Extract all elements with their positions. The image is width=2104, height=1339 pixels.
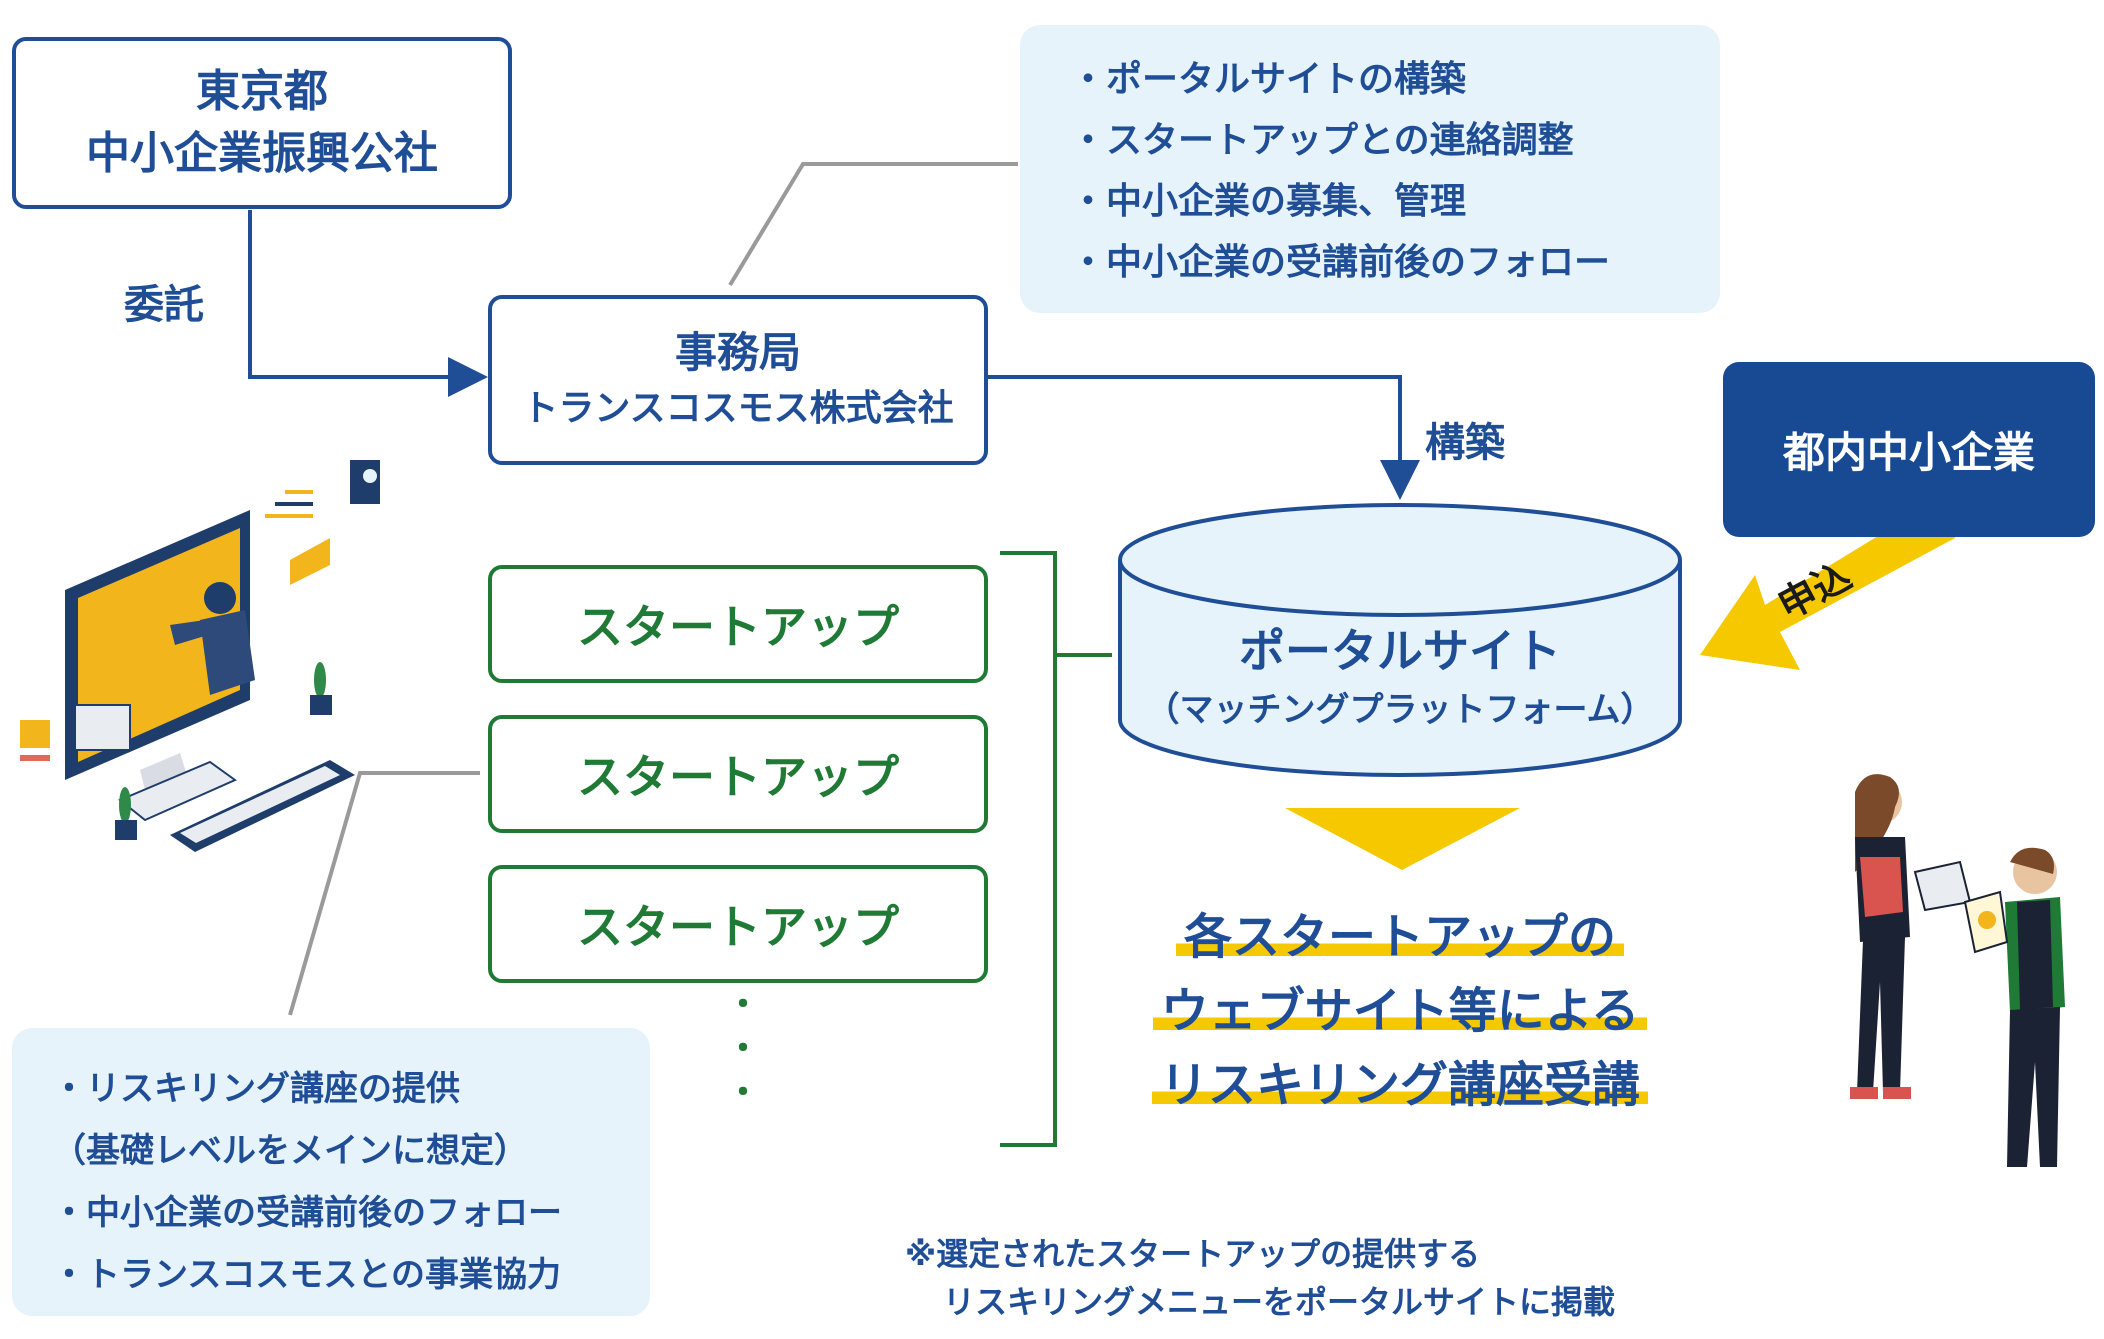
- startup-box: スタートアップ: [488, 715, 988, 833]
- office-callout-line: [728, 162, 1018, 287]
- office-task-item: ・スタートアップとの連絡調整: [1070, 120, 1574, 161]
- kochiku-label: 構築: [1425, 420, 1505, 466]
- result-text: 各スタートアップの ウェブサイト等による リスキリング講座受講: [1080, 900, 1720, 1122]
- footnote: ※選定されたスタートアップの提供する リスキリングメニューをポータルサイトに掲載: [905, 1230, 1615, 1326]
- result-triangle: [1285, 808, 1520, 870]
- itaku-arrow: [248, 210, 488, 397]
- portal-cylinder: [1118, 503, 1682, 777]
- footnote-line: リスキリングメニューをポータルサイトに掲載: [943, 1283, 1616, 1321]
- sme-box: 都内中小企業: [1723, 362, 2095, 537]
- result-line: 各スタートアップの: [1175, 909, 1624, 965]
- tokyo-org-box: 東京都 中小企業振興公社: [12, 37, 512, 209]
- moushikomi-arrow: [1700, 500, 1955, 670]
- office-tasks-note: ・ポータルサイトの構築 ・スタートアップとの連絡調整 ・中小企業の募集、管理 ・…: [1020, 25, 1720, 313]
- startup-more-dots: ・ ・ ・: [726, 985, 760, 1113]
- footnote-line: ※選定されたスタートアップの提供する: [905, 1235, 1481, 1273]
- computer-user-illustration: [20, 460, 380, 852]
- result-line: リスキリング講座受講: [1151, 1057, 1648, 1113]
- startup-box: スタートアップ: [488, 865, 988, 983]
- office-task-item: ・ポータルサイトの構築: [1070, 59, 1467, 100]
- office-line1: 事務局: [674, 328, 801, 377]
- startup-task-item: ・トランスコスモスとの事業協力: [52, 1255, 561, 1295]
- sme-label: 都内中小企業: [1782, 428, 2035, 477]
- portal-title: ポータルサイト: [1239, 624, 1561, 678]
- office-box: 事務局 トランスコスモス株式会社: [488, 295, 988, 465]
- itaku-label: 委託: [124, 282, 204, 328]
- startup-label: スタートアップ: [577, 900, 899, 954]
- startup-tasks-note: ・リスキリング講座の提供 （基礎レベルをメインに想定） ・中小企業の受講前後のフ…: [12, 1028, 650, 1316]
- result-line: ウェブサイト等による: [1152, 983, 1648, 1039]
- portal-subtitle: （マッチングプラットフォーム）: [1145, 690, 1655, 730]
- kochiku-arrow: [988, 375, 1420, 500]
- people-discussion-illustration: [1850, 774, 2065, 1167]
- startup-task-item: ・リスキリング講座の提供: [52, 1069, 460, 1109]
- startup-callout-line: [288, 771, 480, 1016]
- startup-bracket: [1000, 551, 1057, 1147]
- startup-task-item: （基礎レベルをメインに想定）: [52, 1131, 528, 1171]
- startup-box: スタートアップ: [488, 565, 988, 683]
- tokyo-org-line1: 東京都: [196, 66, 328, 117]
- tokyo-org-line2: 中小企業振興公社: [86, 128, 438, 179]
- office-task-item: ・中小企業の受講前後のフォロー: [1070, 242, 1611, 283]
- office-line2: トランスコスモス株式会社: [522, 388, 954, 429]
- office-task-item: ・中小企業の募集、管理: [1070, 181, 1467, 222]
- startup-label: スタートアップ: [577, 750, 899, 804]
- startup-task-item: ・中小企業の受講前後のフォロー: [52, 1193, 562, 1233]
- startup-label: スタートアップ: [577, 600, 899, 654]
